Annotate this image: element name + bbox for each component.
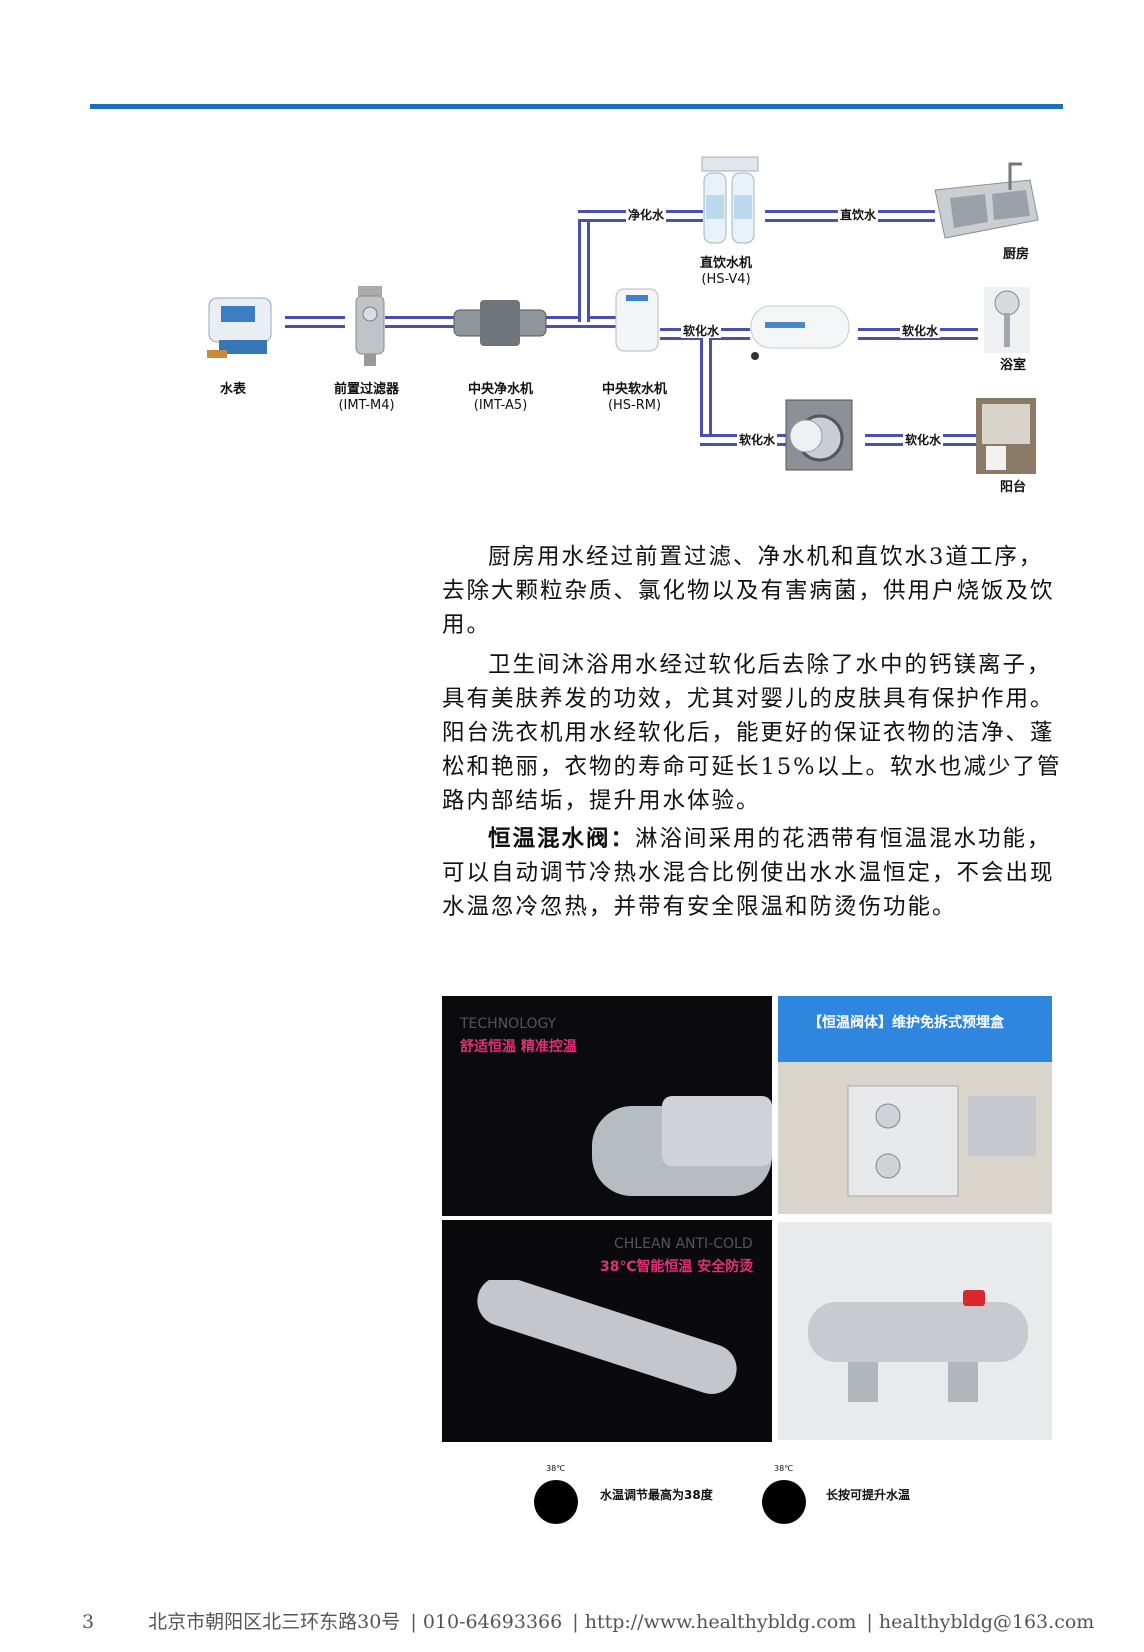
photo-anti-scald: CHLEAN ANTI-COLD 38℃智能恒温 安全防烫 [442,1220,772,1442]
paragraph-mixing-valve: 恒温混水阀：淋浴间采用的花洒带有恒温混水功能，可以自动调节冷热水混合比例使出水水… [442,826,1055,920]
label-balcony: 阳台 [1000,480,1027,495]
label-central-purifier: 中央净水机(IMT-A5) [468,382,534,413]
tag-softened-1: 软化水 [681,324,722,338]
water-heater-image [750,305,850,360]
label-bathroom: 浴室 [1000,358,1027,373]
central-softener-image [615,288,659,352]
paragraph-bathroom: 卫生间沐浴用水经过软化后去除了水中的钙镁离子，具有美肤养发的功效，尤其对婴儿的皮… [442,652,1062,814]
label-meter: 水表 [220,382,247,397]
photo-embedded-box: 【恒温阀体】维护免拆式预埋盒 [778,996,1052,1214]
balcony-image [976,398,1036,474]
shower-image [984,287,1030,353]
page-footer: 3 北京市朝阳区北三环东路30号 | 010-64693366 | http:/… [82,1611,1095,1633]
paragraph-kitchen: 厨房用水经过前置过滤、净水机和直饮水3道工序，去除大颗粒杂质、氯化物以及有害病菌… [442,544,1055,638]
tag-softened-2: 软化水 [900,324,941,338]
pipe-riser-purified [578,210,590,322]
label-kitchen: 厨房 [1003,247,1030,262]
footer-address: 北京市朝阳区北三环东路30号 [148,1611,401,1633]
mixing-valve-image [808,1290,1028,1402]
label-prefilter: 前置过滤器(IMT-M4) [334,382,400,413]
dial-strip: 38℃ 水温调节最高为38度 38℃ 长按可提升水温 [500,1462,1000,1534]
label-central-softener: 中央软水机(HS-RM) [602,382,668,413]
drinking-machine-image [701,156,759,244]
dial-1-icon [534,1480,578,1524]
footer-url[interactable]: http://www.healthybldg.com [584,1611,857,1633]
thermostat-bar-image [477,1280,737,1394]
label-drinking-machine: 直饮水机(HS-V4) [700,256,753,287]
tag-purified: 净化水 [626,208,667,222]
pipe-meter-prefilter [285,316,345,328]
footer-phone: 010-64693366 [422,1611,563,1633]
photo-thermostat-technology: TECHNOLOGY 舒适恒温 精准控温 [442,996,772,1216]
dial-2-icon [762,1480,806,1524]
valve-panel-image [847,1085,1036,1197]
header-rule [90,104,1063,109]
tag-softened-3: 软化水 [737,433,778,447]
prefilter-image [355,286,385,366]
photo-mixing-valve [778,1222,1052,1440]
water-system-diagram: 净化水 直饮水 软化水 软化水 软化水 软化水 [0,0,1144,520]
footer-email[interactable]: healthybldg@163.com [878,1611,1095,1633]
water-meter-image [207,297,272,358]
kitchen-sink-image [934,162,1039,239]
page-number: 3 [82,1611,95,1633]
pipe-prefilter-purifier [385,316,455,328]
central-purifier-image [453,300,547,346]
washing-machine-image [785,399,853,471]
thermostat-valve-image [592,1096,772,1196]
pipe-riser-softened [700,328,712,440]
tag-softened-4: 软化水 [903,433,944,447]
tag-drinking: 直饮水 [838,208,879,222]
